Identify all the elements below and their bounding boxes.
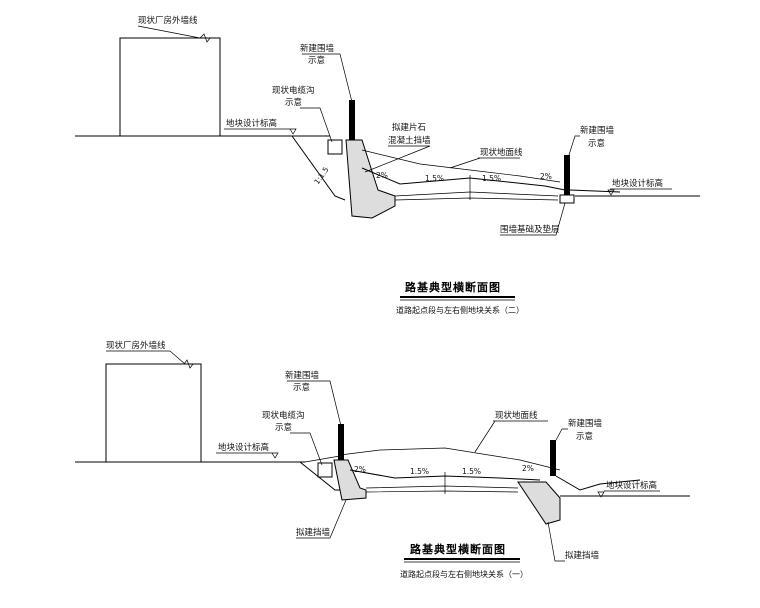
retaining-wall-left-bottom: [333, 459, 367, 501]
title-bottom: 路基典型横断面图: [410, 542, 506, 556]
label-existing-building-wall: 现状厂房外墙线: [138, 15, 198, 26]
label-site-elevation-left-bottom: 地块设计标高: [218, 442, 269, 453]
title-top: 路基典型横断面图: [405, 280, 501, 294]
label-retaining-wall-left: 拟建挡墙: [296, 527, 331, 538]
label-gradient-mid-right: 1.5%: [482, 174, 501, 183]
label-existing-ground-bottom: 现状地面线: [495, 410, 538, 421]
fence-post-right-bottom: [550, 440, 556, 476]
subtitle-bottom: 道路起点段与左右侧地块关系（一）: [400, 569, 528, 579]
fence-post-right: [564, 155, 570, 195]
label-new-fence-right-bottom-2: 示意: [576, 431, 593, 442]
label-gradient-left: 2%: [376, 171, 388, 180]
top-section: 现状厂房外墙线 地块设计标高 1:1.5 现状电缆沟 示意 新建围墙 示意 拟建…: [75, 15, 700, 315]
label-new-fence-2: 示意: [308, 55, 325, 66]
fence-post-left-bottom: [338, 424, 344, 460]
label-retaining-wall-1: 拟建片石: [392, 122, 426, 133]
label-retaining-wall-2: 混凝土挡墙: [388, 135, 431, 146]
label-gradient-mid-left-bottom: 1.5%: [410, 467, 429, 476]
subtitle-top: 道路起点段与左右侧地块关系（二）: [396, 305, 524, 315]
label-gradient-mid-right-bottom: 1.5%: [462, 467, 481, 476]
existing-building-bottom: [105, 363, 202, 463]
label-new-fence-right-1: 新建围墙: [580, 125, 615, 136]
label-gradient-mid-left: 1.5%: [425, 174, 444, 183]
label-cable-trench-bottom-2: 示意: [275, 422, 292, 433]
cable-trench: [327, 139, 343, 155]
label-new-fence-right-2: 示意: [588, 138, 605, 149]
label-site-elevation-right-bottom: 地块设计标高: [606, 480, 657, 491]
fence-foundation-right: [559, 194, 575, 204]
label-existing-ground: 现状地面线: [480, 147, 523, 158]
label-new-fence-right-bottom-1: 新建围墙: [568, 418, 603, 429]
label-cable-trench-2: 示意: [285, 97, 302, 108]
fence-post-left: [349, 100, 355, 140]
label-gradient-right-bottom: 2%: [522, 464, 534, 473]
label-gradient-right: 2%: [540, 172, 552, 181]
label-cable-trench-1: 现状电缆沟: [272, 85, 315, 96]
label-existing-building-wall-bottom: 现状厂房外墙线: [106, 340, 166, 351]
existing-building: [119, 37, 221, 137]
label-gradient-left-bottom: 2%: [354, 465, 366, 474]
label-new-fence-1: 新建围墙: [300, 43, 335, 54]
cable-trench-bottom: [317, 462, 333, 478]
label-site-elevation-left: 地块设计标高: [226, 118, 277, 129]
label-cable-trench-bottom-1: 现状电缆沟: [262, 410, 305, 421]
retaining-wall-right-bottom: [517, 481, 561, 525]
label-fence-foundation: 围墙基础及垫层: [500, 224, 560, 235]
bottom-section: 现状厂房外墙线 地块设计标高 现状电缆沟 示意 新建围墙 示意 拟建挡墙 2% …: [75, 340, 690, 579]
label-new-fence-bottom-2: 示意: [293, 382, 310, 393]
label-retaining-wall-right: 拟建挡墙: [565, 550, 600, 561]
label-site-elevation-right: 地块设计标高: [612, 178, 663, 189]
label-new-fence-bottom-1: 新建围墙: [285, 370, 320, 381]
retaining-wall-top: [345, 139, 396, 219]
